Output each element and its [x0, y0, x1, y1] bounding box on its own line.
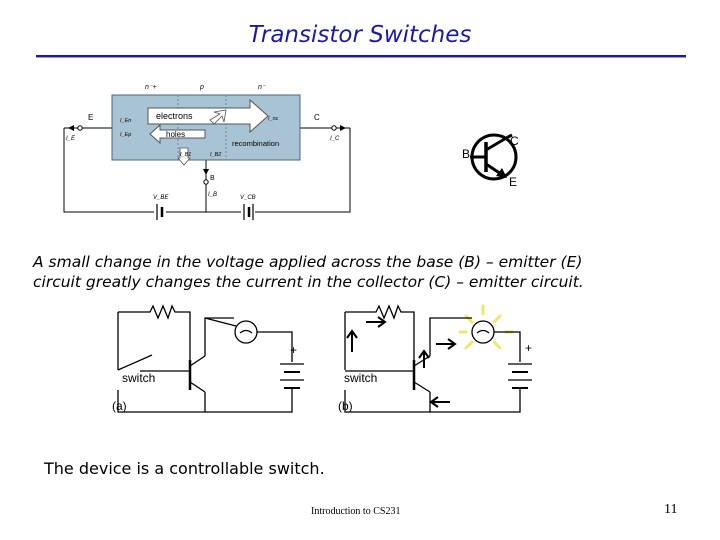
slide-title: Transistor Switches	[248, 22, 472, 48]
flow-label-holes: holes	[166, 130, 185, 139]
body-line-1: A small change in the voltage applied ac…	[33, 253, 583, 271]
supply-label-vbe: V_BE	[153, 195, 169, 201]
supply-label-vcb: V_CB	[240, 195, 256, 201]
current-label-ib1: I_B1	[180, 152, 191, 158]
current-label-ic: I_C	[330, 136, 340, 142]
switch-label-a: switch	[122, 371, 155, 385]
current-label-iep: I_Ep	[120, 132, 131, 138]
switch-label-b: switch	[344, 371, 377, 385]
terminal-label-c: C	[314, 113, 320, 122]
current-flow-arrows	[346, 316, 457, 408]
current-label-ib2: I_B2	[210, 152, 221, 158]
caption-a: (a)	[112, 399, 127, 413]
current-label-inc: I_nc	[268, 116, 279, 122]
semiconductor-block	[111, 94, 301, 161]
circuit-wire	[63, 128, 351, 213]
plus-label-a: +	[290, 343, 297, 357]
body-line-2: circuit greatly changes the current in t…	[33, 273, 584, 291]
title-underline	[36, 55, 686, 58]
holes-arrow	[149, 123, 206, 145]
current-label-ien: I_En	[120, 118, 131, 124]
footer-text: Introduction to CS231	[311, 506, 401, 517]
page-number: 11	[664, 502, 678, 517]
symbol-label-c: C	[510, 134, 519, 148]
caption-b: (b)	[338, 399, 353, 413]
terminal-label-b: B	[210, 175, 215, 182]
current-label-ib: I_B	[208, 192, 217, 198]
body-paragraph: A small change in the voltage applied ac…	[33, 252, 693, 292]
region-label-emitter: n⁻+	[145, 84, 157, 91]
region-label-collector: n⁻	[258, 84, 267, 91]
terminal-label-e: E	[88, 113, 93, 122]
electrons-arrow	[147, 98, 269, 134]
symbol-label-b: B	[462, 147, 470, 161]
flow-label-recombination: recombination	[232, 139, 279, 148]
current-label-ie: I_E	[66, 136, 76, 142]
lamp-glow	[458, 304, 514, 350]
region-label-base: p	[199, 84, 204, 91]
symbol-label-e: E	[509, 175, 517, 189]
flow-label-electrons: electrons	[156, 111, 193, 121]
plus-label-b: +	[525, 341, 532, 355]
conclusion-text: The device is a controllable switch.	[44, 459, 325, 478]
